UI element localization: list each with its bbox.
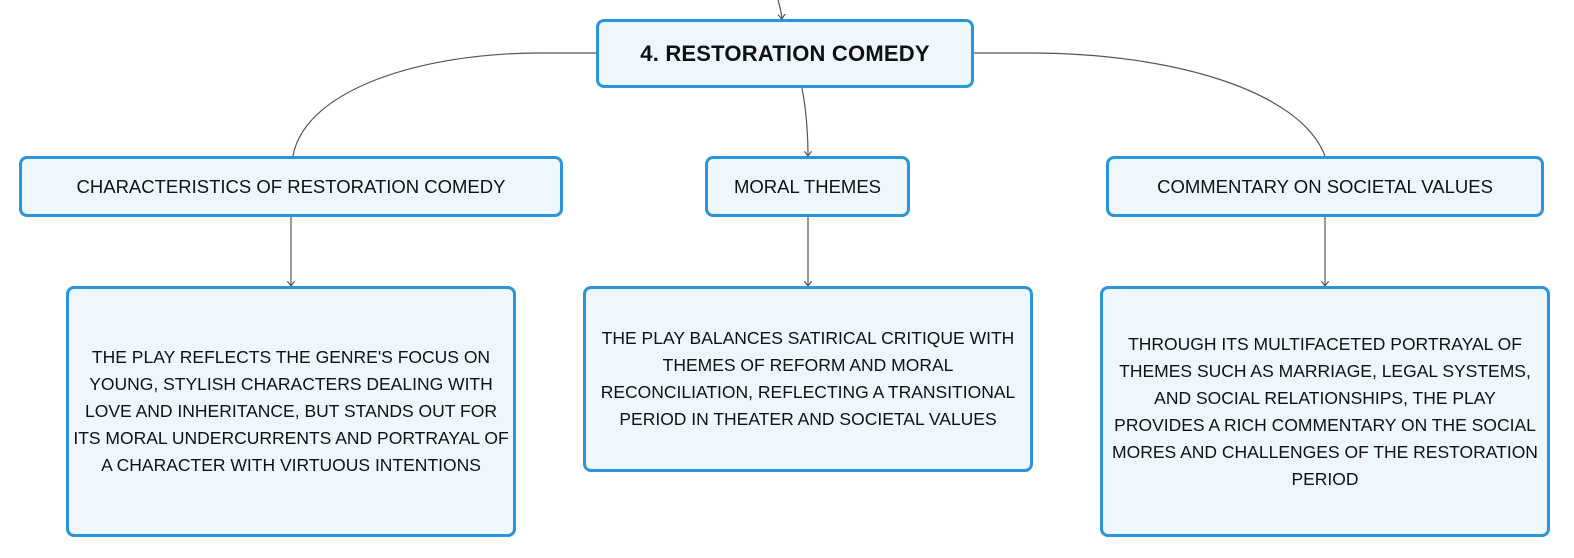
connector-root-to-commentary [974,52,1326,157]
root-node[interactable]: 4. RESTORATION COMEDY [596,19,974,88]
detail-node-characteristics[interactable]: THE PLAY REFLECTS THE GENRE'S FOCUS ON Y… [66,286,516,537]
root-title: 4. RESTORATION COMEDY [640,40,930,66]
detail-text: THE PLAY BALANCES SATIRICAL CRITIQUE WIT… [600,328,1016,429]
detail-node-moral-themes[interactable]: THE PLAY BALANCES SATIRICAL CRITIQUE WIT… [583,286,1033,472]
branch-title: COMMENTARY ON SOCIETAL VALUES [1157,175,1493,197]
connector-root-to-moral-themes [801,87,808,156]
branch-title: CHARACTERISTICS OF RESTORATION COMEDY [76,175,506,197]
branch-node-commentary[interactable]: COMMENTARY ON SOCIETAL VALUES [1106,156,1544,217]
branch-node-characteristics[interactable]: CHARACTERISTICS OF RESTORATION COMEDY [19,156,563,217]
branch-node-moral-themes[interactable]: MORAL THEMES [705,156,910,217]
branch-title: MORAL THEMES [734,175,881,197]
incoming-connector [777,0,782,19]
detail-node-commentary[interactable]: THROUGH ITS MULTIFACETED PORTRAYAL OF TH… [1100,286,1550,537]
detail-text: THROUGH ITS MULTIFACETED PORTRAYAL OF TH… [1112,333,1538,489]
detail-text: THE PLAY REFLECTS THE GENRE'S FOCUS ON Y… [73,347,509,475]
connector-root-to-characteristics [292,52,596,157]
